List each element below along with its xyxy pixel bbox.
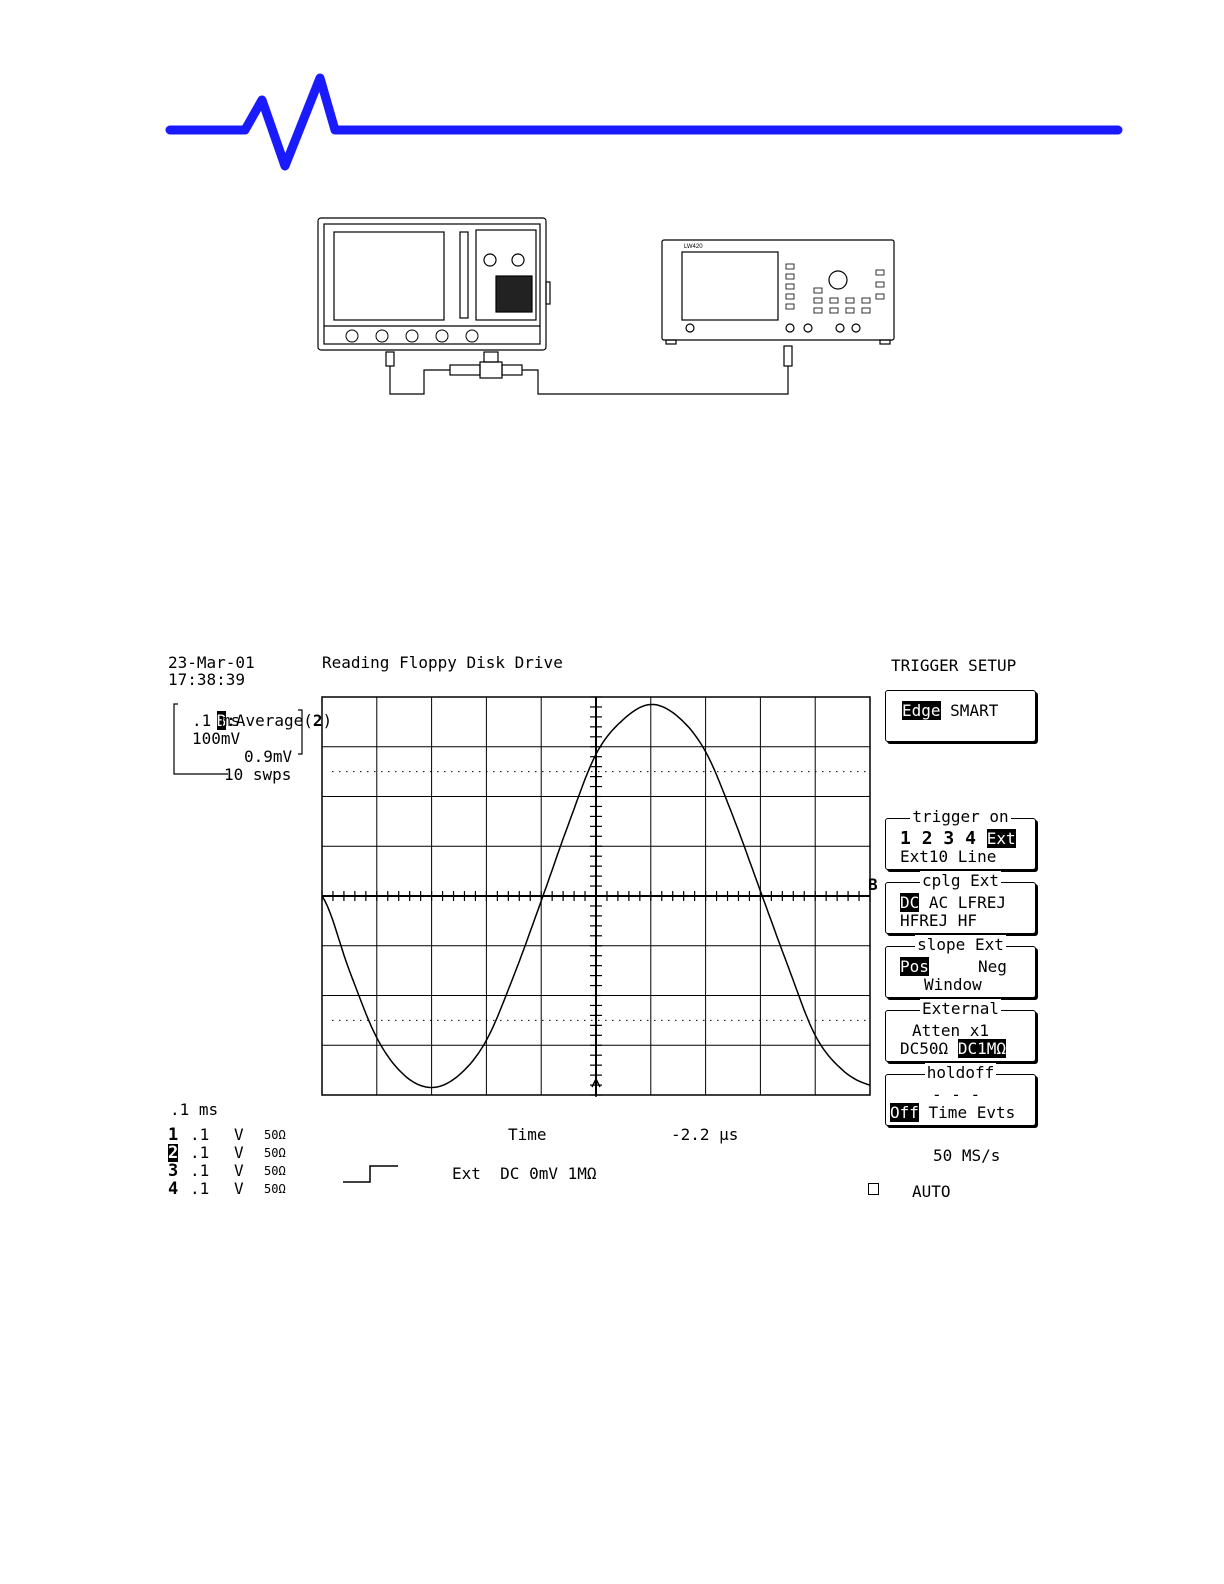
menu-trigger-on-row2[interactable]: Ext10 Line xyxy=(900,847,997,866)
option-smart[interactable]: SMART xyxy=(950,701,999,720)
channel-coupling: 50Ω xyxy=(264,1146,286,1160)
option-ext[interactable]: Ext xyxy=(986,829,1016,848)
menu-trigger-on-title: trigger on xyxy=(910,807,1011,826)
menu-heading: TRIGGER SETUP xyxy=(891,656,1017,675)
menu-holdoff[interactable]: holdoff - - - Off Time Evts xyxy=(885,1063,1036,1126)
channel-number: 2 xyxy=(168,1143,179,1163)
channel-volts: .1 xyxy=(190,1179,210,1198)
option-ch1[interactable]: 1 xyxy=(900,828,911,849)
menu-external[interactable]: External Atten x1 DC50Ω DC1MΩ xyxy=(885,999,1036,1062)
trace-function-close: ) xyxy=(322,711,333,730)
channel-unit: V xyxy=(234,1161,244,1180)
option-off[interactable]: Off xyxy=(890,1103,919,1122)
menu-external-title: External xyxy=(919,999,1002,1018)
option-ch3[interactable]: 3 xyxy=(943,828,955,849)
option-dc1m[interactable]: DC1MΩ xyxy=(957,1039,1006,1058)
menu-holdoff-title: holdoff xyxy=(924,1063,997,1082)
time-value: -2.2 μs xyxy=(671,1125,739,1144)
channel-row: 2 .1 V 50Ω xyxy=(168,1144,298,1162)
menu-holdoff-row2[interactable]: Time Evts xyxy=(918,1103,1016,1122)
trigger-status-box xyxy=(868,1183,879,1195)
menu-slope-title: slope Ext xyxy=(915,935,1006,954)
trace-bracket xyxy=(173,703,303,775)
channel-row: 1 .1 V 50Ω xyxy=(168,1125,298,1145)
screen-title: Reading Floppy Disk Drive xyxy=(322,653,563,672)
channel-unit: V xyxy=(234,1143,244,1162)
option-pos[interactable]: Pos xyxy=(900,957,929,976)
channel-number: 3 xyxy=(168,1161,179,1181)
screen-time: 17:38:39 xyxy=(168,670,246,689)
channel-volts: .1 xyxy=(190,1161,210,1180)
timebase-readout: .1 ms xyxy=(170,1100,219,1119)
trace-label: B xyxy=(216,711,227,730)
svg-text:LW420: LW420 xyxy=(684,244,703,250)
channel-number: 1 xyxy=(168,1125,179,1145)
option-dc[interactable]: DC xyxy=(900,893,920,912)
connection-diagram: LW420 xyxy=(317,217,895,395)
menu-trigger-type[interactable]: Edge SMART xyxy=(885,690,1036,742)
cable-and-tee-connector xyxy=(385,345,793,395)
channel-volts: .1 xyxy=(190,1125,210,1144)
option-window[interactable]: Window xyxy=(924,975,982,994)
channel-volts: .1 xyxy=(190,1143,210,1162)
generator-illustration: LW420 xyxy=(661,239,895,345)
trace-offset: 0.9mV xyxy=(244,747,293,766)
waveform-graticule xyxy=(321,696,871,1097)
menu-coupling-row2[interactable]: HFREJ HF xyxy=(900,911,978,930)
trace-function: :Average( xyxy=(226,711,313,730)
trigger-info: Ext DC 0mV 1MΩ xyxy=(452,1164,597,1183)
channel-coupling: 50Ω xyxy=(264,1182,286,1196)
trace-timebase: .1 ms xyxy=(192,711,241,730)
trace-marker: B xyxy=(868,875,878,894)
trace-function-n: 2 xyxy=(312,711,323,730)
menu-coupling[interactable]: cplg Ext DC AC LFREJ HFREJ HF xyxy=(885,871,1036,934)
trace-descriptor: B:Average(2) .1 ms 100mV 0.9mV 10 swps xyxy=(172,694,332,784)
trigger-edge-icon xyxy=(343,1165,398,1183)
menu-coupling-row1[interactable]: AC LFREJ xyxy=(919,893,1006,912)
menu-holdoff-value: - - - xyxy=(932,1085,981,1104)
channel-coupling: 50Ω xyxy=(264,1128,286,1142)
oscilloscope-illustration xyxy=(317,217,551,351)
option-ch4[interactable]: 4 xyxy=(965,828,976,849)
channel-row: 4 .1 V 50Ω xyxy=(168,1179,298,1199)
menu-external-atten[interactable]: Atten x1 xyxy=(912,1021,990,1040)
option-ch2[interactable]: 2 xyxy=(921,828,933,849)
sample-rate: 50 MS/s xyxy=(933,1146,1001,1165)
trace-vdiv: 100mV xyxy=(192,729,241,748)
channel-number: 4 xyxy=(168,1179,179,1199)
menu-coupling-title: cplg Ext xyxy=(919,871,1002,890)
menu-slope[interactable]: slope Ext Pos Neg Window xyxy=(885,935,1036,998)
option-neg[interactable]: Neg xyxy=(978,957,1007,976)
channel-coupling: 50Ω xyxy=(264,1164,286,1178)
time-label: Time xyxy=(508,1125,547,1144)
header-pulse-logo xyxy=(165,73,1123,171)
trace-sweeps: 10 swps xyxy=(224,765,292,784)
option-dc50[interactable]: DC50Ω xyxy=(900,1039,949,1058)
trigger-mode: AUTO xyxy=(912,1182,951,1201)
channel-row: 3 .1 V 50Ω xyxy=(168,1161,298,1181)
screen-date: 23-Mar-01 xyxy=(168,653,255,672)
menu-trigger-on[interactable]: trigger on 1 2 3 4 Ext Ext10 Line xyxy=(885,807,1036,870)
channel-unit: V xyxy=(234,1125,244,1144)
channel-unit: V xyxy=(234,1179,244,1198)
waveform-trace xyxy=(321,703,871,1089)
option-edge[interactable]: Edge xyxy=(902,701,941,720)
